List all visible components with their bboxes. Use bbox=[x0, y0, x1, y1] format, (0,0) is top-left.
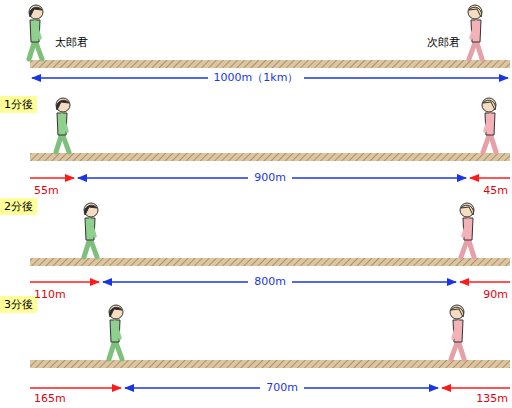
walker-figure bbox=[468, 5, 482, 59]
walker-figure bbox=[450, 305, 464, 359]
distance-label: 55m bbox=[34, 184, 59, 197]
name-label: 太郎君 bbox=[55, 36, 88, 49]
ground-bands bbox=[30, 60, 510, 368]
time-label: 3分後 bbox=[0, 296, 37, 311]
walker-figure bbox=[109, 305, 123, 359]
distance-label: 165m bbox=[34, 392, 66, 405]
walker-figure bbox=[482, 98, 496, 152]
distance-label: 135m bbox=[476, 392, 508, 405]
distance-label: 1000m（1km） bbox=[208, 71, 305, 84]
time-tag: 2分後 bbox=[0, 198, 37, 215]
time-label: 1分後 bbox=[0, 96, 37, 111]
time-tag: 1分後 bbox=[0, 96, 37, 113]
time-label: 2分後 bbox=[0, 198, 37, 213]
walkers bbox=[29, 5, 496, 359]
walker-figure bbox=[29, 5, 43, 59]
distance-label: 110m bbox=[34, 288, 66, 301]
walker-figure bbox=[84, 203, 98, 257]
distance-label: 45m bbox=[483, 184, 508, 197]
time-tag: 3分後 bbox=[0, 296, 37, 313]
distance-label: 900m bbox=[248, 171, 292, 184]
distance-label: 800m bbox=[248, 275, 292, 288]
distance-label: 90m bbox=[483, 288, 508, 301]
walker-figure bbox=[460, 203, 474, 257]
name-label: 次郎君 bbox=[427, 36, 460, 49]
walker-figure bbox=[56, 98, 70, 152]
distance-arrows bbox=[30, 78, 510, 388]
distance-label: 700m bbox=[260, 381, 304, 394]
